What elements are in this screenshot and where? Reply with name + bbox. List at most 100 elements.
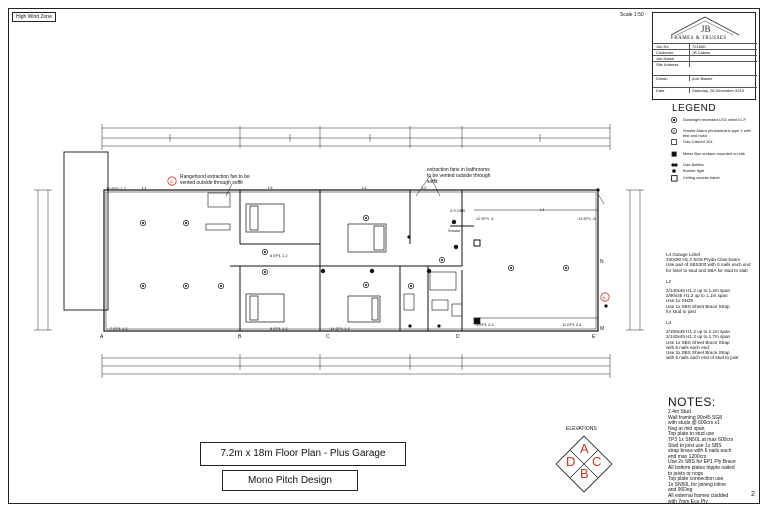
l4-note-line: 330x90 H1.2 SG8 Pryda Claw beam	[666, 257, 741, 263]
l2-note-line: L2	[666, 278, 672, 284]
annotation-markers	[167, 175, 610, 302]
elevation-letter-a: A	[580, 441, 589, 456]
smoke-alarm-markers	[320, 188, 608, 328]
floor-plan-title: 7.2m x 18m Floor Plan - Plus Garage	[200, 442, 406, 466]
lintel-mark: L5	[268, 185, 273, 190]
grid-label-d: D	[456, 334, 460, 340]
brace-label: 11 EP1 2.4	[562, 322, 582, 327]
l3-note-line: Use 1x SBS Sheet Brace Strap	[666, 339, 730, 345]
tb-row-site-address: Site Address	[653, 61, 757, 67]
design-subtitle: Mono Pitch Design	[222, 470, 358, 491]
wind-zone-label: High Wind Zone	[12, 12, 56, 22]
ceiling-hatch-icon	[671, 175, 678, 182]
smoke-alarm-icon: S	[671, 128, 677, 134]
logo-text: FRAMES & TRUSSES	[671, 36, 727, 41]
lintel-mark: L4	[540, 207, 545, 212]
l2-note-line: 2/90x45 H1.2 up to 1.1m span	[666, 293, 728, 299]
brace-label: 7 EP1 1.2	[110, 326, 128, 331]
note-item: Top plate connection use	[668, 476, 724, 483]
brace-label: 5 EP1 2.4	[476, 322, 494, 327]
elevation-compass-icon	[555, 435, 613, 493]
floor-plan-drawing	[34, 124, 644, 378]
bathroom-extraction-note: extraction fans in bathrooms to be vente…	[427, 167, 491, 185]
lintel-mark: L2	[422, 185, 427, 190]
bed-outlines	[245, 203, 387, 323]
elevation-letter-d: D	[566, 454, 576, 469]
l4-note-line: for lintel to stud and SBA for stud to s…	[666, 267, 748, 273]
top-dimension-lines	[101, 124, 611, 150]
page-number: 2	[751, 491, 755, 498]
l3-note-line: with 6 nails each end	[666, 344, 709, 350]
fixtures	[205, 192, 481, 325]
note-item: TP3 1x SN50L at max 600crs	[668, 436, 734, 443]
drawing-sheet-border	[8, 8, 760, 504]
bottom-dimension-lines	[101, 354, 611, 378]
rangehood-note: Rangehood extraction fan to be vented ou…	[180, 174, 250, 186]
company-logo: JB	[670, 16, 740, 36]
note-item: with 7mm Eco Ply	[668, 498, 708, 505]
elevation-letter-c: C	[592, 454, 602, 469]
l2-note-line: for stud to joist	[666, 308, 696, 314]
elevation-letter-b: B	[580, 466, 589, 481]
notes-list: 2.4m Stud Wall framing 90x45 SG8 with st…	[668, 409, 760, 505]
gas-califont-icon	[671, 139, 677, 145]
outer-walls	[103, 189, 599, 332]
note-item: Nog at mid span	[668, 425, 705, 432]
l2-note-line: 2/140x45 H1.2 up to 1.2m span	[666, 288, 731, 294]
brace-label: 12 EP1 .6	[476, 216, 494, 221]
note-item: with studs @ 600crs x1	[668, 420, 720, 427]
downlight-markers	[140, 215, 569, 289]
svg-text:JB: JB	[701, 24, 711, 34]
l3-note-line: 2/140x45 H1.2 up to 1.7m span	[666, 334, 731, 340]
note-item: strap brace with 6 nails each	[668, 448, 732, 455]
downlight-icon	[671, 117, 677, 123]
grid-label-e: E	[592, 334, 596, 340]
note-item: All external frames cladded	[668, 492, 729, 499]
lintel-notes: L4 Garage Lintel 330x90 H1.2 SG8 Pryda C…	[666, 252, 758, 360]
brace-label: 13 EP1 .6	[578, 216, 596, 221]
lintel-mark: L1	[142, 185, 147, 190]
l2-note-line: Use 1x SN25	[666, 298, 694, 304]
note-item: Top plate to stud use	[668, 431, 715, 438]
brace-label: 8 EP1 1.2	[270, 326, 288, 331]
grid-label-n: N	[600, 259, 604, 265]
note-item: 2.4m Stud	[668, 409, 691, 415]
bunker-light-icon	[672, 169, 676, 173]
meter-box-icon	[671, 151, 677, 157]
l2-note-line: Use 1x SBS Sheet Brace Strap	[666, 303, 730, 309]
lintel-mark: L3	[362, 185, 367, 190]
note-item: end max 1200crs	[668, 453, 707, 460]
note-item: All bottom plates tripple nailed	[668, 464, 735, 471]
tb-row-job-name: Job Name	[653, 55, 757, 61]
room-label: 0.9 CBB	[450, 208, 465, 213]
grid-label-c: C	[326, 334, 330, 340]
legend-title: LEGEND	[672, 103, 717, 114]
l4-note-line: Use pair of SBS300 with 6 nails each end	[666, 262, 751, 268]
l4-note-line: L4 Garage Lintel	[666, 252, 700, 257]
note-item: and 90Deg	[668, 487, 693, 494]
note-item: Stud to joist use 1x SBS	[668, 442, 722, 449]
side-dimension-lines	[34, 189, 644, 331]
section-marker-b: B	[603, 295, 606, 300]
grid-label-m: M	[600, 326, 605, 332]
gas-bottles-icon	[671, 163, 678, 167]
brace-label: 10 EP1 1.2	[106, 186, 126, 191]
note-item: Wall framing 90x45 SG8	[668, 414, 723, 421]
l3-note-line: with 6 nails each end of stud to joist	[666, 355, 739, 361]
l3-note-line: Use 2x SBS Sheet Brace Strap	[666, 350, 730, 356]
note-item: 1x SN50L for joining inline	[668, 481, 726, 488]
section-marker-a: A	[170, 179, 173, 184]
l3-note-line: L3	[666, 320, 672, 326]
brace-label: 14 EP1 1.2	[330, 326, 350, 331]
grid-label-a: A	[100, 334, 104, 340]
grid-label-b: B	[238, 334, 242, 340]
note-item: Use 2x SBS for EP1 Ply Brace	[668, 459, 736, 466]
l3-note-line: 2/190x45 H1.2 up to 2.1m span	[666, 329, 731, 335]
notes-title: NOTES:	[668, 395, 716, 409]
brace-label: 6 EP1 1.2	[270, 253, 288, 258]
